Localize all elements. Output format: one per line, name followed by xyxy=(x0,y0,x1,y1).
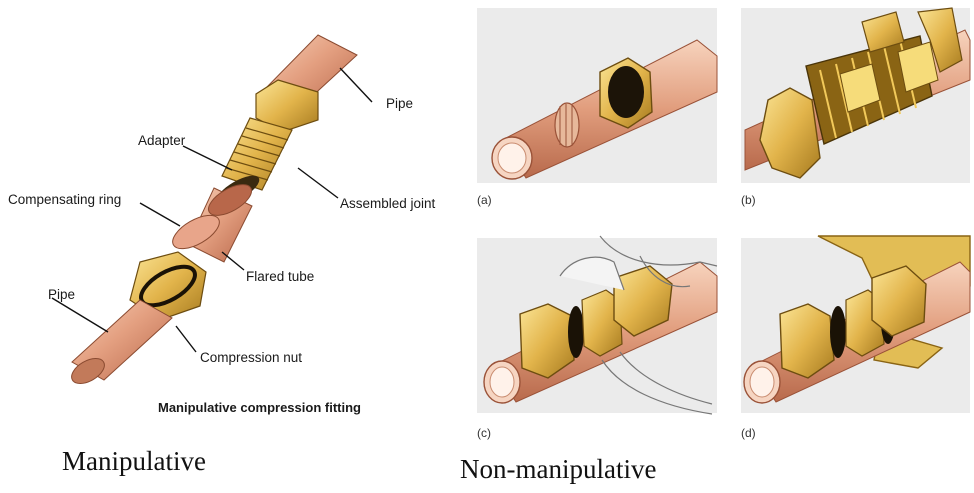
caption-manipulative: Manipulative xyxy=(62,448,206,475)
panel-label-a: (a) xyxy=(477,194,492,206)
caption-non-manipulative: Non-manipulative xyxy=(460,456,656,483)
panel-label-b: (b) xyxy=(741,194,756,206)
panel-label-d: (d) xyxy=(741,427,756,439)
manipulative-fitting-drawing xyxy=(67,35,357,389)
label-assembled-joint: Assembled joint xyxy=(340,197,435,211)
label-pipe-bottom: Pipe xyxy=(48,288,75,302)
panel-d xyxy=(741,236,970,413)
panel-c xyxy=(477,236,717,414)
panel-label-c: (c) xyxy=(477,427,491,439)
panel-a xyxy=(477,8,717,183)
panel-b xyxy=(741,8,970,183)
label-pipe-top: Pipe xyxy=(386,97,413,111)
label-flared-tube: Flared tube xyxy=(246,270,314,284)
label-adapter: Adapter xyxy=(138,134,185,148)
figure-title: Manipulative compression fitting xyxy=(158,401,361,414)
label-compression-nut: Compression nut xyxy=(200,351,302,365)
label-compensating-ring: Compensating ring xyxy=(8,193,121,207)
